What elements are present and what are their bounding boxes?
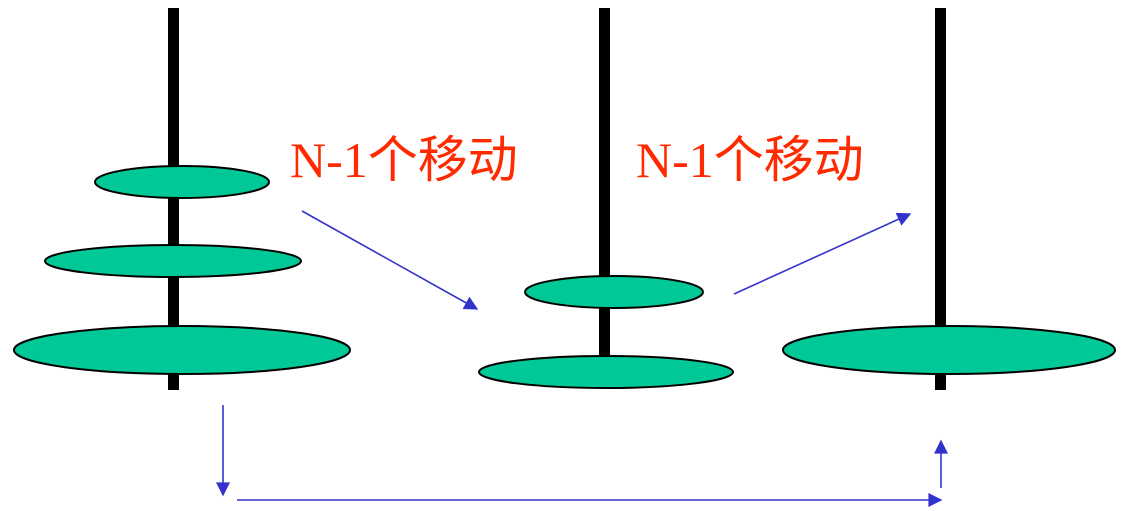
disk-left-small <box>94 165 270 199</box>
disk-middle-medium <box>478 355 734 389</box>
peg-middle <box>599 8 610 358</box>
peg-left-front <box>168 198 179 245</box>
peg-right <box>935 8 946 390</box>
arrow-left-to-middle <box>301 210 479 310</box>
arrow-middle-to-right <box>733 212 912 295</box>
move-label-right: N-1个移动 <box>636 132 864 188</box>
disk-right-large <box>782 325 1116 375</box>
disk-left-large <box>13 325 351 375</box>
disk-left-medium <box>44 244 302 278</box>
peg-middle-front <box>599 308 610 356</box>
disk-middle-small <box>524 275 704 309</box>
move-label-left: N-1个移动 <box>290 132 518 188</box>
peg-left-front-lower <box>168 277 179 326</box>
